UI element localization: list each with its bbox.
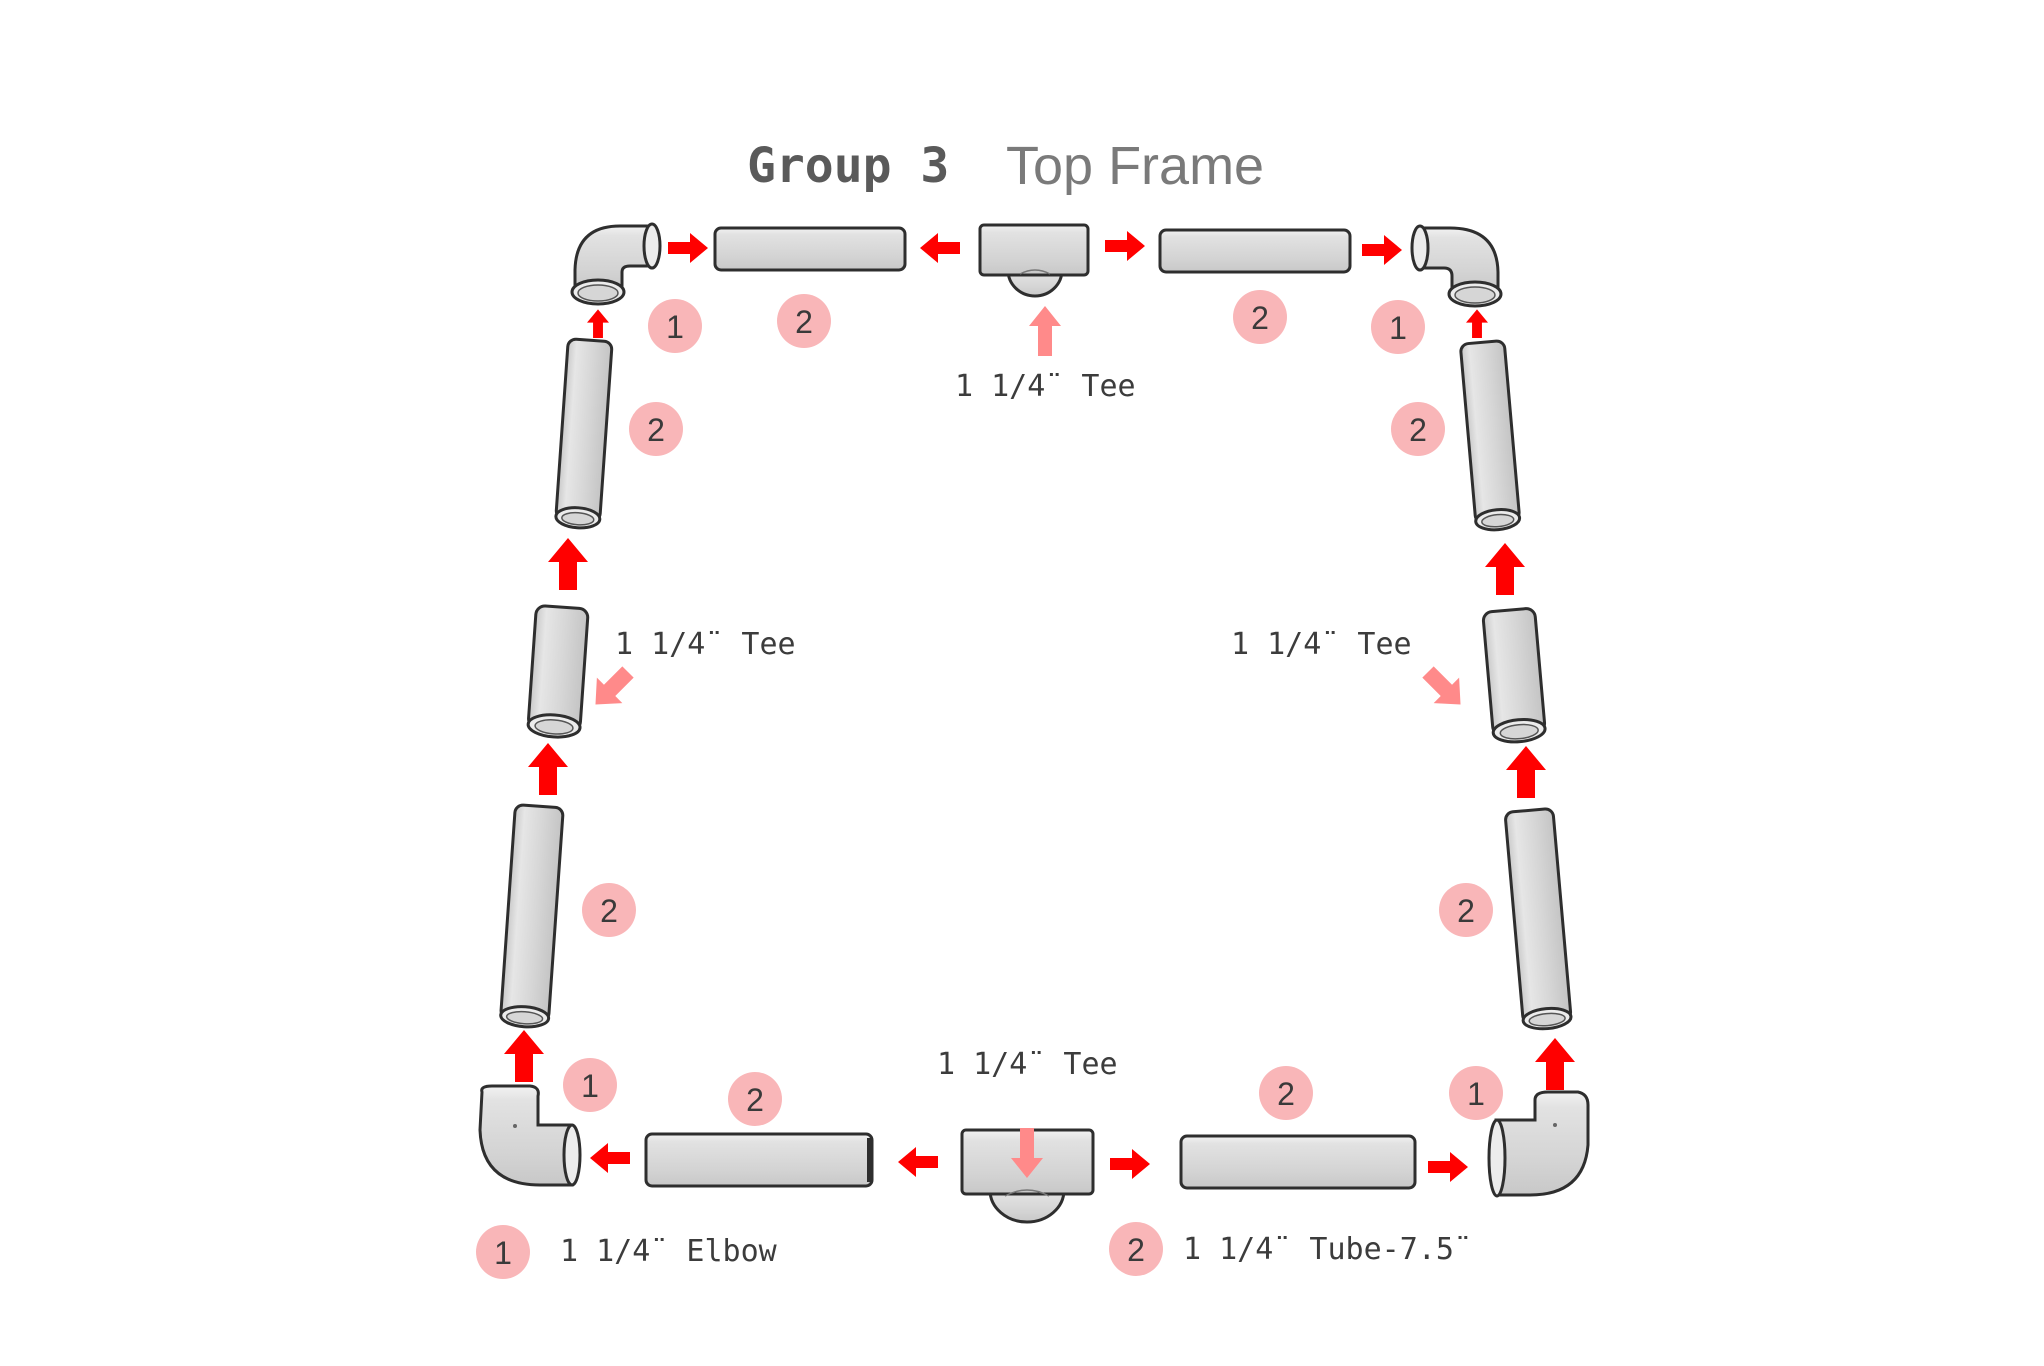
title-name: Top Frame — [1006, 136, 1264, 196]
svg-text:1: 1 — [1467, 1076, 1485, 1112]
title-group: Group 3 — [747, 138, 949, 194]
tee-label-right: 1 1/4¨ Tee — [1231, 627, 1412, 662]
arrow-left — [920, 233, 960, 263]
svg-text:2: 2 — [600, 893, 618, 929]
legend: 1 1 1/4¨ Elbow 2 1 1/4¨ Tube-7.5¨ — [476, 1222, 1472, 1279]
svg-text:2: 2 — [1127, 1232, 1145, 1268]
svg-text:2: 2 — [1457, 893, 1475, 929]
badge-tube: 2 — [1233, 290, 1287, 344]
svg-text:1: 1 — [494, 1235, 512, 1271]
arrow-right — [1105, 231, 1145, 261]
tee-pointer-arrow — [1029, 306, 1061, 356]
svg-text:2: 2 — [647, 412, 665, 448]
elbow-top-left — [570, 222, 662, 306]
arrow-up — [587, 309, 609, 338]
legend-item-tube: 2 1 1/4¨ Tube-7.5¨ — [1109, 1222, 1472, 1276]
legend-text: 1 1/4¨ Tube-7.5¨ — [1183, 1232, 1472, 1267]
arrow-left — [898, 1147, 938, 1177]
arrow-right — [1362, 235, 1402, 265]
tee-top — [978, 223, 1090, 298]
badge-tube: 2 — [777, 294, 831, 348]
arrow-up — [528, 743, 568, 795]
arrow-up — [548, 538, 588, 590]
elbow-bottom-right — [1487, 1090, 1590, 1198]
tee-pointer-arrow — [595, 666, 634, 705]
part-badges: 1 2 2 1 2 2 2 2 1 2 2 1 — [563, 290, 1503, 1126]
badge-tube: 2 — [629, 402, 683, 456]
svg-text:1: 1 — [666, 309, 684, 345]
badge-elbow: 1 — [1449, 1066, 1503, 1120]
badge-tube: 2 — [1439, 883, 1493, 937]
badge-elbow: 1 — [648, 299, 702, 353]
arrow-right — [668, 233, 708, 263]
tee-pointer-arrow — [1422, 666, 1461, 705]
svg-text:1: 1 — [581, 1068, 599, 1104]
tee-label-left: 1 1/4¨ Tee — [615, 627, 796, 662]
svg-text:2: 2 — [795, 304, 813, 340]
tube-right-lower — [1504, 807, 1573, 1031]
tube-top-right — [1158, 228, 1352, 274]
arrow-up — [1485, 543, 1525, 595]
badge-tube: 2 — [582, 883, 636, 937]
badge-tube: 2 — [728, 1072, 782, 1126]
tube-right-upper — [1459, 339, 1522, 532]
svg-text:2: 2 — [1409, 412, 1427, 448]
diagram-title: Group 3 Top Frame — [747, 136, 1264, 196]
legend-text: 1 1/4¨ Elbow — [560, 1234, 778, 1269]
tee-label-bottom: 1 1/4¨ Tee — [937, 1047, 1118, 1082]
svg-text:2: 2 — [1277, 1076, 1295, 1112]
arrow-up — [1506, 746, 1546, 798]
elbow-bottom-left — [478, 1084, 582, 1187]
svg-text:2: 2 — [1251, 300, 1269, 336]
arrow-up — [504, 1030, 544, 1082]
svg-text:2: 2 — [746, 1082, 764, 1118]
arrow-left — [590, 1143, 630, 1173]
tee-label-top: 1 1/4¨ Tee — [955, 369, 1136, 404]
tee-left — [526, 604, 590, 739]
tube-bottom-right — [1179, 1134, 1417, 1190]
tee-right — [1481, 607, 1547, 744]
badge-tube: 2 — [1391, 402, 1445, 456]
arrow-right — [1428, 1152, 1468, 1182]
tube-top-left — [713, 226, 907, 272]
tube-left-upper — [554, 337, 614, 530]
elbow-top-right — [1410, 224, 1503, 308]
badge-tube: 2 — [1259, 1066, 1313, 1120]
arrow-right — [1110, 1149, 1150, 1179]
badge-elbow: 1 — [1371, 300, 1425, 354]
svg-text:1: 1 — [1389, 310, 1407, 346]
arrow-up — [1466, 309, 1488, 338]
tube-bottom-left — [644, 1132, 874, 1188]
arrow-up — [1535, 1038, 1575, 1090]
legend-item-elbow: 1 1 1/4¨ Elbow — [476, 1225, 778, 1279]
badge-elbow: 1 — [563, 1058, 617, 1112]
tube-left-lower — [499, 803, 565, 1029]
